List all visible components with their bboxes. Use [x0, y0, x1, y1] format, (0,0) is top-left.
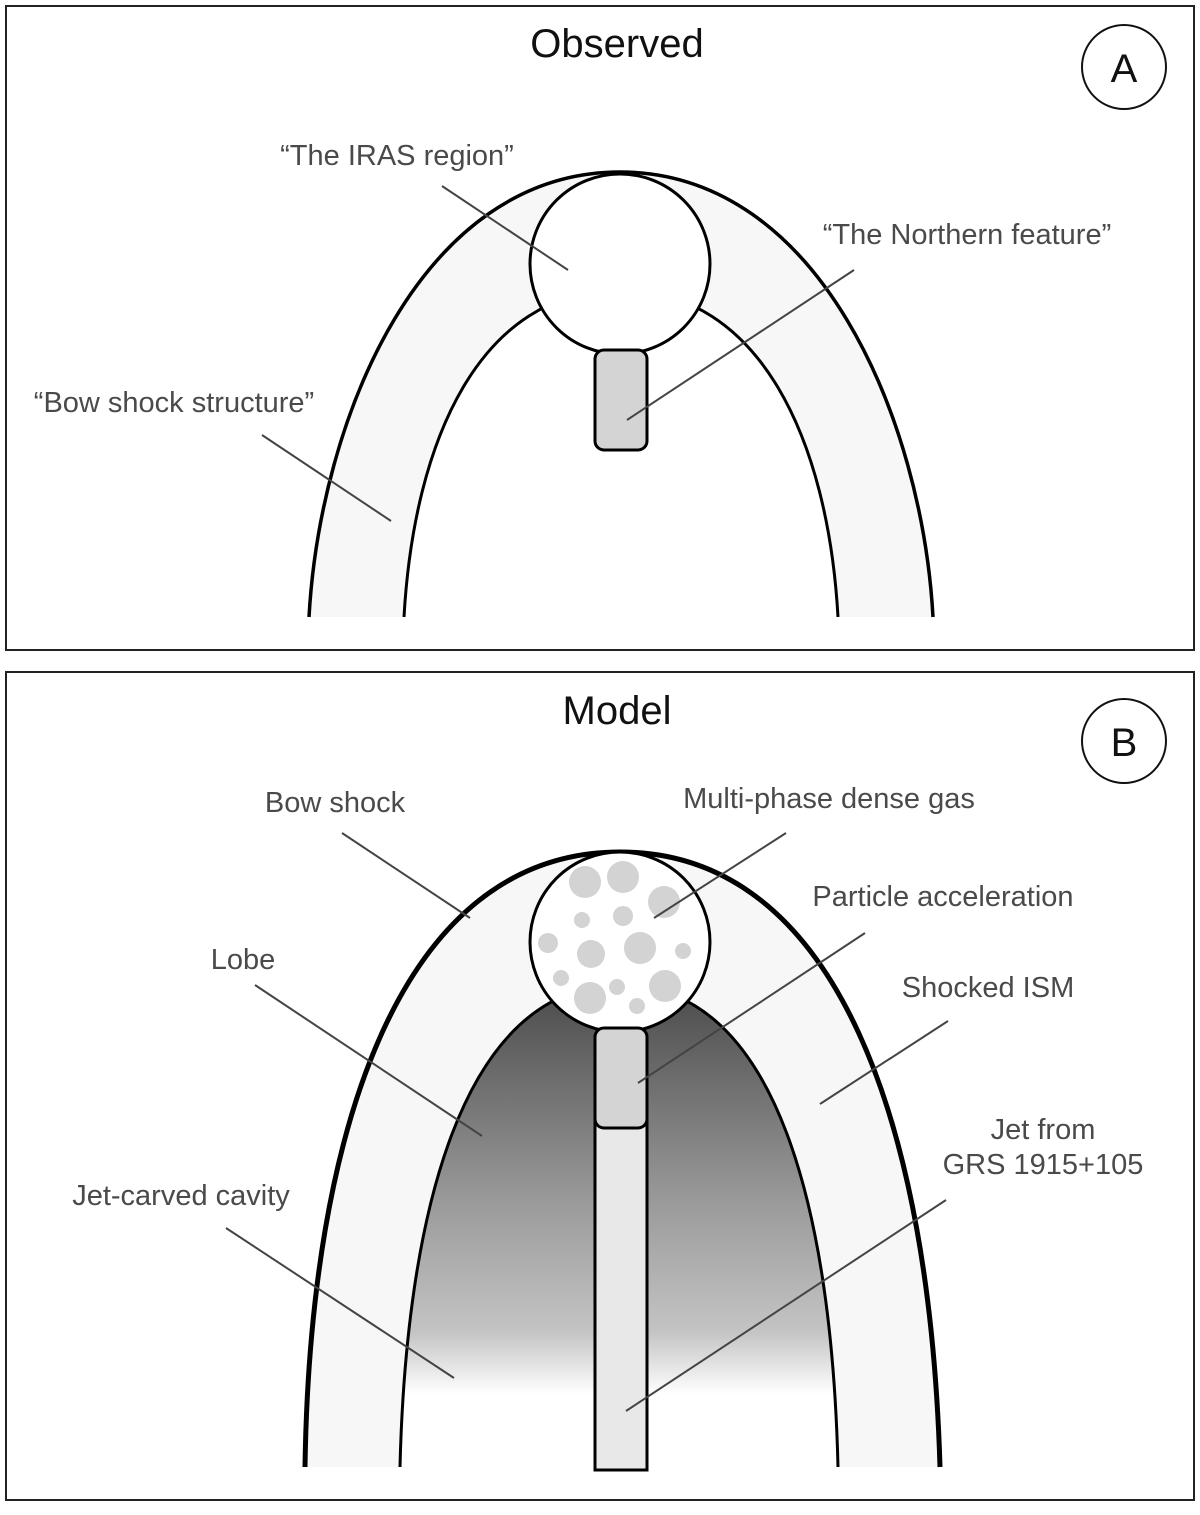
- gas-clump: [609, 979, 625, 995]
- iras-region-circle: [528, 172, 712, 356]
- label-bow-shock-structure: “Bow shock structure”: [34, 387, 314, 419]
- gas-clump: [569, 866, 601, 898]
- panel-title: Observed: [530, 22, 703, 66]
- gas-clump: [675, 943, 691, 959]
- label-jet-line2: GRS 1915+105: [943, 1149, 1144, 1181]
- gas-clumps: [538, 861, 691, 1014]
- label-jet-line1: Jet from: [991, 1114, 1096, 1146]
- leader-shocked-ism: [819, 1020, 949, 1105]
- gas-clump: [624, 932, 656, 964]
- label-lobe: Lobe: [211, 944, 276, 976]
- panel-observed: Observed A “The IRAS region” “The Northe…: [5, 5, 1195, 651]
- leader-multi-phase-gas: [653, 832, 787, 919]
- label-iras-region: “The IRAS region”: [280, 140, 514, 172]
- panel-badge-letter: B: [1111, 721, 1138, 765]
- gas-clump: [607, 861, 639, 893]
- panel-badge-letter: A: [1111, 47, 1138, 91]
- outer-arch: [307, 170, 935, 618]
- leader-bow-shock-structure: [261, 434, 392, 522]
- label-particle-acceleration: Particle acceleration: [812, 881, 1073, 913]
- leader-northern-feature: [626, 269, 855, 421]
- gas-clump: [577, 940, 605, 968]
- gas-clump: [574, 982, 606, 1014]
- label-bow-shock: Bow shock: [265, 787, 406, 819]
- panel-badge-circle: [1081, 24, 1167, 110]
- leader-bow-shock: [341, 832, 471, 919]
- label-jet-carved-cavity: Jet-carved cavity: [72, 1180, 290, 1212]
- leader-jet: [625, 1199, 947, 1412]
- label-northern-feature: “The Northern feature”: [823, 219, 1112, 251]
- leader-particle-acceleration: [637, 932, 866, 1084]
- panel-model: Model B Bow shock Multi-phase dense gas …: [5, 671, 1195, 1501]
- panel-badge-circle: [1081, 698, 1167, 784]
- leader-jet-carved-cavity: [225, 1227, 455, 1379]
- gas-clump: [629, 998, 645, 1014]
- gas-clump: [574, 912, 590, 928]
- bow-shock-shell: [309, 172, 933, 617]
- gas-clump: [538, 933, 558, 953]
- gas-clump: [649, 970, 681, 1002]
- leader-lobe: [254, 984, 483, 1137]
- gas-clump: [553, 970, 569, 986]
- shocked-ism-shell: [305, 852, 940, 1467]
- label-multi-phase-gas: Multi-phase dense gas: [683, 783, 975, 815]
- panel-title: Model: [563, 689, 672, 733]
- particle-acceleration-rect: [593, 1026, 649, 1130]
- label-shocked-ism: Shocked ISM: [902, 972, 1074, 1004]
- northern-feature-rect: [593, 348, 649, 452]
- gas-clump: [613, 906, 633, 926]
- gas-clump: [648, 886, 680, 918]
- jet-column: [593, 1098, 649, 1472]
- leader-iras-region: [441, 185, 569, 271]
